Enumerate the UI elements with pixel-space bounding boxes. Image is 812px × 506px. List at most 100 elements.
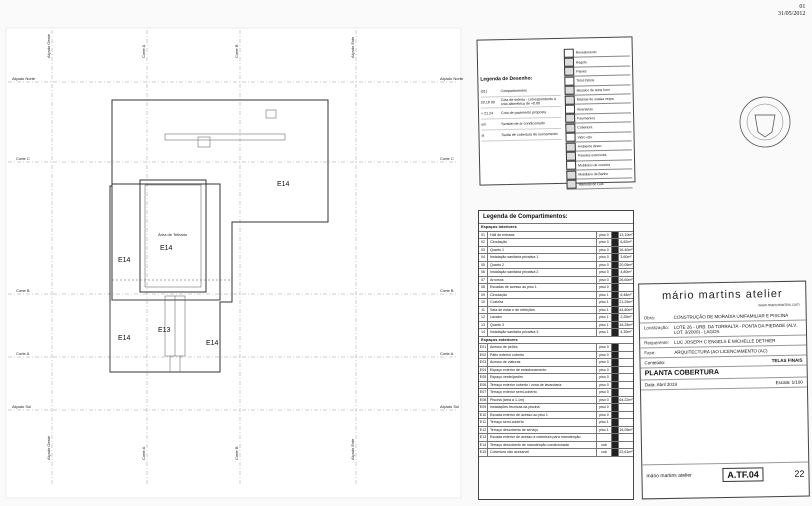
room-name: Circulação — [490, 240, 507, 244]
room-area: 21,29m² — [618, 299, 633, 306]
room-area: 64,22m² — [618, 396, 633, 403]
legend-swatch-label: Mobiliário de Banho — [578, 172, 609, 177]
room-number: E12 — [479, 426, 488, 433]
legend-swatch — [563, 48, 574, 58]
tb-page-num: 22 — [794, 468, 805, 479]
chimney — [265, 109, 277, 119]
room-marker — [611, 381, 618, 388]
legend-draw-text: Saída de cobertura de escoamento — [501, 131, 558, 138]
room-number: E01 — [479, 344, 488, 351]
room-area: 16,40m² — [618, 246, 633, 253]
room-name: Terraço exterior coberto / zona de lavan… — [490, 382, 562, 387]
room-number: E14 — [479, 441, 488, 448]
legend-swatch-label: Vidro vão — [577, 134, 592, 140]
room-marker — [611, 366, 618, 373]
room-number: E13 — [479, 434, 488, 441]
room-area: 13,10m² — [618, 231, 633, 238]
room-number: 03 — [479, 246, 488, 253]
room-number: 06 — [479, 269, 488, 276]
grid-label-v2: Corte A — [141, 44, 146, 58]
grid-label-h5: Alçado Sul — [12, 404, 31, 409]
stamp-shield — [754, 114, 776, 138]
room-area: 26,60m² — [618, 276, 633, 283]
room-number: E15 — [479, 449, 488, 456]
room-name: Instalação sanitária privativa 2 — [490, 270, 539, 274]
room-area — [618, 366, 633, 373]
room-floor: piso 0 — [596, 359, 611, 366]
legend-swatch-label: Pavimentos — [577, 116, 595, 121]
room-marker — [611, 404, 618, 411]
room-floor — [596, 434, 611, 441]
legend-draw-text: Sentido de ar condicionado — [501, 121, 545, 127]
legend-draw-code: ai — [481, 133, 485, 138]
legend-swatch-label: Ambiente direto — [577, 144, 602, 149]
corner-date: 31/05/2012 — [778, 11, 806, 17]
room-floor: piso 0 — [596, 389, 611, 396]
tb-req-key: Requerente: — [644, 339, 669, 346]
room-area: 16,05m² — [618, 426, 633, 433]
title-block: mário martins atelier www.mariomartins.c… — [638, 280, 810, 500]
room-area — [618, 344, 633, 351]
legend-swatch — [564, 67, 575, 77]
room-label-6: E14 — [118, 335, 131, 342]
room-name: Terraço semi-coberto — [490, 420, 524, 424]
room-floor: piso 0 — [596, 411, 611, 418]
room-area — [618, 441, 633, 448]
room-marker — [611, 419, 618, 426]
room-legend: Legenda de Compartimentos: Espaços inter… — [478, 210, 634, 500]
legend-swatch — [564, 95, 575, 105]
room-area — [618, 404, 633, 411]
room-marker — [611, 411, 618, 418]
tb-footer: mário martins atelier A.TF.04 22 — [642, 463, 808, 488]
room-marker — [611, 374, 618, 381]
room-number: E02 — [479, 351, 488, 358]
room-number: E08 — [479, 396, 488, 403]
legend-draw-code: + 21.24 — [480, 111, 494, 116]
room-area — [618, 351, 633, 358]
room-number: 12 — [479, 314, 488, 321]
room-name: Hall de entrada — [490, 232, 515, 237]
legend-swatch-label: Tetos falsos — [576, 78, 595, 83]
room-area — [618, 359, 633, 366]
legend-swatch — [566, 179, 577, 189]
legend-swatch — [565, 123, 576, 133]
grid-label-h3: Corte B — [16, 288, 30, 293]
room-floor: piso 0 — [596, 239, 611, 246]
room-area: 4,80m² — [618, 269, 633, 276]
municipal-stamp-inner — [746, 103, 784, 141]
room-name: Espaço verde/jardim — [490, 375, 523, 379]
room-name: Quarto 3 — [490, 322, 504, 327]
room-marker — [611, 269, 618, 276]
room-floor: piso 0 — [596, 261, 611, 268]
room-floor: piso 0 — [596, 351, 611, 358]
room-number: 09 — [479, 291, 488, 298]
tb-content-right: TELAS FINAIS — [771, 357, 803, 364]
room-name: Escada exterior de acesso ao piso 1 — [490, 412, 548, 417]
sheet-reference: 01 31/05/2012 — [778, 4, 805, 18]
room-floor: piso 0 — [596, 231, 611, 238]
room-number: 02 — [479, 239, 488, 246]
room-name: Acesso de viaturas — [490, 360, 521, 364]
room-floor: piso 1 — [596, 306, 611, 313]
room-name: Cozinha — [490, 300, 504, 304]
room-marker — [611, 291, 618, 298]
room-floor: cob — [596, 449, 611, 456]
room-floor: piso 0 — [596, 254, 611, 261]
room-marker — [611, 434, 618, 441]
tb-date: Data: Abril 2019 — [644, 381, 677, 388]
room-marker — [611, 246, 618, 253]
room-name: Quarto 1 — [490, 247, 504, 252]
room-floor: piso 0 — [596, 246, 611, 253]
legend-draw-code: 20.18 00 — [480, 100, 495, 105]
